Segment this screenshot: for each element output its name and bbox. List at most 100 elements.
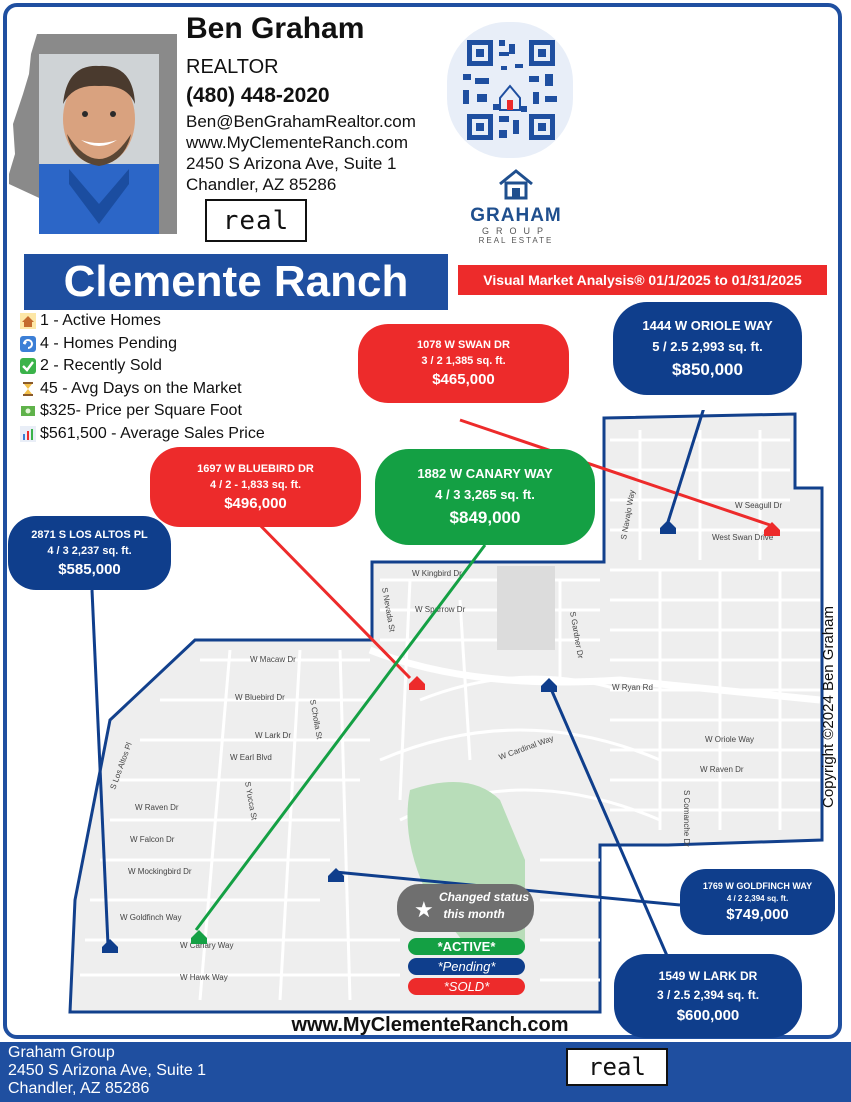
changed-status-line2: this month bbox=[443, 907, 504, 921]
listing-details: 3 / 2.5 2,394 sq. ft. bbox=[656, 987, 760, 1002]
listing-bubble[interactable]: 1549 W LARK DR 3 / 2.5 2,394 sq. ft. $60… bbox=[614, 954, 802, 1038]
page-title: Clemente Ranch bbox=[24, 254, 448, 310]
stat-text: $561,500 - Average Sales Price bbox=[40, 424, 265, 442]
listing-address: 1769 W GOLDFINCH WAY bbox=[702, 881, 813, 891]
listing-details: 4 / 2 - 1,833 sq. ft. bbox=[209, 478, 302, 491]
changed-status-badge bbox=[397, 884, 534, 932]
listing-price: $749,000 bbox=[726, 906, 789, 923]
listing-details: 5 / 2.5 2,993 sq. ft. bbox=[652, 338, 763, 354]
brand-line1: GRAHAM bbox=[470, 205, 562, 226]
listing-address: 1078 W SWAN DR bbox=[417, 339, 510, 351]
footer-brokerage-logo: real bbox=[566, 1048, 668, 1086]
street-label: W Mockingbird Dr bbox=[128, 867, 192, 876]
street-label: W Sparrow Dr bbox=[415, 605, 466, 614]
brand-line2: GROUP bbox=[481, 226, 550, 236]
legend-active: *ACTIVE* bbox=[408, 938, 525, 955]
street-label: W Lark Dr bbox=[255, 731, 291, 740]
street-label: W Raven Dr bbox=[700, 765, 744, 774]
stat-text: $325- Price per Square Foot bbox=[40, 402, 242, 419]
stat-text: 4 - Homes Pending bbox=[40, 334, 177, 352]
listing-bubble[interactable]: 1697 W BLUEBIRD DR 4 / 2 - 1,833 sq. ft.… bbox=[150, 447, 361, 527]
stat-item: 4 - Homes Pending bbox=[20, 333, 265, 356]
market-analysis-banner: Visual Market Analysis® 01/1/2025 to 01/… bbox=[458, 265, 827, 295]
footer-bar bbox=[0, 1042, 851, 1102]
neighborhood-map[interactable]: W Kingbird Dr W Sparrow Dr W Macaw Dr W … bbox=[66, 410, 826, 1040]
listing-price: $849,000 bbox=[449, 508, 521, 527]
street-label: W Falcon Dr bbox=[130, 835, 175, 844]
stat-text: 45 - Avg Days on the Market bbox=[40, 379, 242, 397]
legend-sold: *SOLD* bbox=[408, 978, 525, 995]
street-label: W Hawk Way bbox=[180, 973, 228, 982]
agent-address-line2: Chandler, AZ 85286 bbox=[186, 175, 337, 194]
qr-code-icon[interactable] bbox=[445, 20, 575, 160]
pending-house-icon[interactable] bbox=[660, 520, 676, 534]
house-markers bbox=[102, 520, 780, 953]
agent-email[interactable]: Ben@BenGrahamRealtor.com bbox=[186, 112, 416, 131]
arrow-bluebird bbox=[253, 518, 412, 680]
listing-bubble[interactable]: 1769 W GOLDFINCH WAY 4 / 2 2,394 sq. ft.… bbox=[680, 869, 835, 935]
street-label: W Macaw Dr bbox=[250, 655, 296, 664]
active-house-icon[interactable] bbox=[191, 930, 207, 944]
pending-house-icon[interactable] bbox=[102, 939, 118, 953]
map-lot bbox=[497, 566, 555, 650]
street-label: W Goldfinch Way bbox=[120, 913, 182, 922]
agent-address-line1: 2450 S Arizona Ave, Suite 1 bbox=[186, 154, 397, 173]
arrow-oriole bbox=[666, 410, 705, 523]
agent-website[interactable]: www.MyClementeRanch.com bbox=[186, 133, 409, 152]
listing-address: 1444 W ORIOLE WAY bbox=[642, 317, 773, 333]
brand-line3: REAL ESTATE bbox=[478, 236, 554, 245]
listing-address: 1882 W CANARY WAY bbox=[417, 466, 553, 481]
pending-house-icon[interactable] bbox=[328, 868, 344, 882]
check-icon bbox=[20, 358, 36, 375]
stat-text: 1 - Active Homes bbox=[40, 312, 161, 329]
arrow-canary bbox=[194, 544, 487, 931]
site-url[interactable]: www.MyClementeRanch.com bbox=[291, 1014, 569, 1036]
house-logo-icon bbox=[499, 169, 533, 200]
listing-details: 4 / 3 2,237 sq. ft. bbox=[47, 544, 132, 557]
street-label: W Kingbird Dr bbox=[412, 569, 462, 578]
brokerage-logo: real bbox=[205, 199, 307, 242]
arrow-swan bbox=[459, 418, 771, 527]
stat-item: 1 - Active Homes bbox=[20, 310, 265, 333]
listing-details: 4 / 2 2,394 sq. ft. bbox=[726, 894, 789, 903]
changed-status-line1: Changed status bbox=[439, 890, 529, 904]
footer-line2: 2450 S Arizona Ave, Suite 1 bbox=[8, 1062, 207, 1079]
stat-item: 2 - Recently Sold bbox=[20, 355, 265, 378]
listing-price: $465,000 bbox=[432, 371, 495, 388]
listing-address: 1697 W BLUEBIRD DR bbox=[197, 462, 314, 475]
money-icon bbox=[20, 403, 36, 419]
listing-price: $850,000 bbox=[672, 359, 743, 379]
refresh-icon bbox=[20, 335, 36, 352]
street-label: S Comanche Dr bbox=[682, 790, 691, 847]
stat-text: 2 - Recently Sold bbox=[40, 357, 162, 374]
map-streets bbox=[80, 430, 820, 1001]
sold-house-icon[interactable] bbox=[764, 522, 780, 536]
stat-item: $561,500 - Average Sales Price bbox=[20, 423, 265, 446]
pending-house-icon[interactable] bbox=[541, 678, 557, 692]
listing-details: 4 / 3 3,265 sq. ft. bbox=[435, 487, 535, 502]
sold-house-icon[interactable] bbox=[409, 676, 425, 690]
street-label: W Raven Dr bbox=[135, 803, 179, 812]
footer-line3: Chandler, AZ 85286 bbox=[8, 1080, 150, 1097]
listing-address: 2871 S LOS ALTOS PL bbox=[31, 528, 148, 541]
street-label: W Earl Blvd bbox=[230, 753, 272, 762]
listing-address: 1549 W LARK DR bbox=[658, 968, 758, 983]
hourglass-icon bbox=[20, 381, 36, 397]
chart-icon bbox=[20, 425, 36, 442]
stats-list: 1 - Active Homes 4 - Homes Pending 2 - R… bbox=[20, 310, 265, 445]
street-label: W Oriole Way bbox=[705, 735, 754, 744]
listing-price: $585,000 bbox=[58, 560, 121, 578]
legend-pending: *Pending* bbox=[408, 958, 525, 975]
agent-title: REALTOR bbox=[186, 56, 279, 78]
listing-bubble[interactable]: 1444 W ORIOLE WAY 5 / 2.5 2,993 sq. ft. … bbox=[613, 302, 802, 395]
listing-bubble[interactable]: 1882 W CANARY WAY 4 / 3 3,265 sq. ft. $8… bbox=[375, 449, 595, 545]
agent-photo bbox=[9, 34, 177, 234]
copyright-text: Copyright ©2024 Ben Graham bbox=[820, 606, 837, 808]
footer-line1: Graham Group bbox=[8, 1044, 115, 1061]
listing-bubble[interactable]: 1078 W SWAN DR 3 / 2 1,385 sq. ft. $465,… bbox=[358, 324, 569, 403]
agent-phone[interactable]: (480) 448-2020 bbox=[186, 84, 330, 107]
arrow-los-altos bbox=[90, 589, 110, 946]
street-label: West Swan Drive bbox=[712, 533, 774, 542]
listing-price: $496,000 bbox=[224, 494, 287, 512]
listing-bubble[interactable]: 2871 S LOS ALTOS PL 4 / 3 2,237 sq. ft. … bbox=[8, 516, 171, 590]
